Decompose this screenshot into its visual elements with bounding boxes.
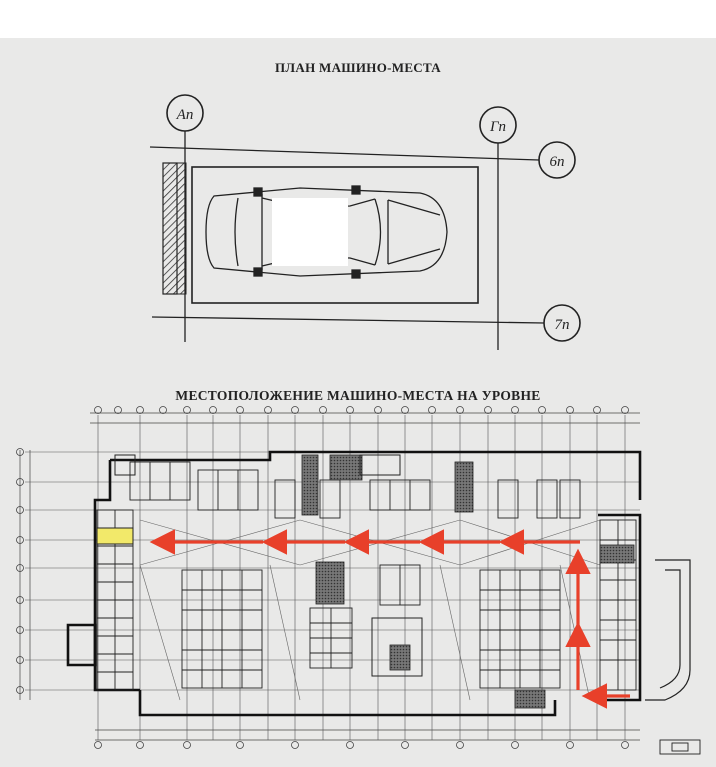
dimension-lines [19, 412, 640, 741]
axis-line-6 [149, 146, 540, 161]
axis-label-a: Ап [176, 107, 194, 123]
axis-label-6: 6п [550, 154, 565, 170]
level-floor-plan [16, 406, 701, 755]
route-arrows [149, 529, 630, 709]
legend-car-icon [659, 739, 701, 755]
core-blocks [114, 454, 635, 709]
parking-space-outline [191, 166, 479, 304]
parking-space-plan: Ап Гп 6п 7п [149, 94, 581, 350]
axis-bubble-g: Гп [479, 106, 517, 144]
wall-hatch-inner [176, 162, 187, 295]
axis-label-g: Гп [489, 119, 506, 135]
redacted-area [272, 198, 348, 266]
parking-blocks [96, 461, 637, 691]
axis-bubble-a: Ап [166, 94, 204, 132]
axis-bubble-6: 6п [538, 141, 576, 179]
wall-hatch [162, 162, 178, 295]
paper-sheet [0, 38, 716, 767]
axis-ticks-left [16, 448, 24, 694]
level-location-title: МЕСТОПОЛОЖЕНИЕ МАШИНО-МЕСТА НА УРОВНЕ [175, 388, 541, 403]
exit-ramp [645, 559, 691, 701]
parking-plan-title: ПЛАН МАШИНО-МЕСТА [275, 60, 441, 75]
axis-label-7: 7п [555, 317, 570, 333]
highlighted-parking-space [96, 527, 134, 545]
building-walls [66, 450, 642, 717]
axis-ticks-top [94, 406, 629, 414]
axis-line-7 [151, 316, 545, 324]
axis-bubble-7: 7п [543, 304, 581, 342]
axis-ticks-bottom [94, 741, 629, 749]
